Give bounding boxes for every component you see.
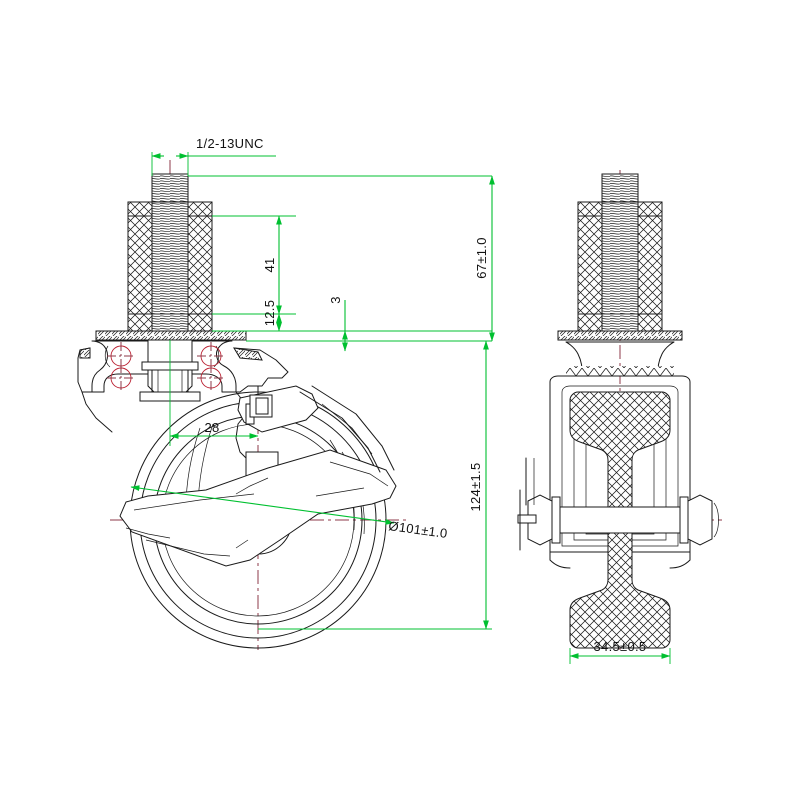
dim-28-label: 28 <box>204 420 219 435</box>
side-stem-sleeve <box>577 201 663 337</box>
dimension-group-front: 1/2-13UNC 41 12.5 3 67±1.0 <box>130 136 495 630</box>
dim-41: 41 <box>262 215 282 315</box>
threaded-stem <box>151 173 189 203</box>
side-top-plate <box>557 330 683 341</box>
dim-124: 124±1.5 <box>258 340 492 630</box>
swivel-top-plate <box>95 330 247 341</box>
dim-67: 67±1.0 <box>474 175 495 342</box>
axle-nut-right <box>687 494 713 546</box>
side-wheel-section <box>517 391 719 649</box>
dim-34-5-label: 34.5±0.5 <box>594 639 647 654</box>
dim-12-5-label: 12.5 <box>262 300 277 327</box>
dim-124-label: 124±1.5 <box>468 463 483 512</box>
dim-28: 28 <box>169 340 259 446</box>
side-threaded-stem <box>601 173 639 203</box>
dim-thread-label: 1/2-13UNC <box>196 136 264 151</box>
dim-67-label: 67±1.0 <box>474 237 489 278</box>
dim-34-5: 34.5±0.5 <box>569 639 671 664</box>
dim-12-5: 12.5 <box>262 300 282 332</box>
dim-3-label: 3 <box>328 296 343 304</box>
side-view-group: 34.5±0.5 <box>517 170 722 664</box>
dim-thread-spec: 1/2-13UNC <box>151 136 276 176</box>
swivel-raceway <box>77 340 289 393</box>
stem-sleeve <box>127 201 213 337</box>
dim-41-label: 41 <box>262 257 277 272</box>
